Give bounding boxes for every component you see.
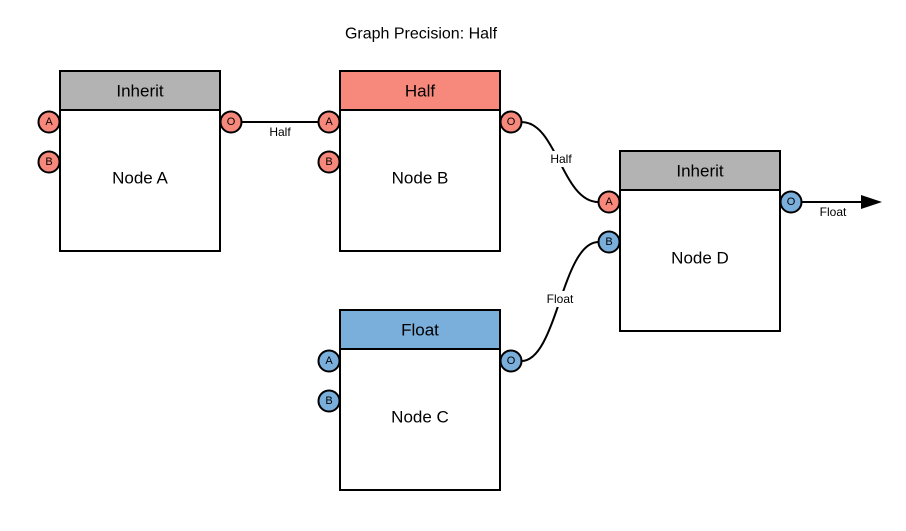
node-b-precision-label: Half [405,82,436,101]
node-b: Half Node B A B O [317,70,523,252]
edge-nodeB-to-nodeD: Half [521,121,599,203]
node-a: Inherit Node A A B O [37,70,243,252]
node-a-port-b [37,150,61,174]
node-a-header [59,70,221,111]
node-a-port-o [219,110,243,134]
node-a-port-a-label: A [45,116,53,128]
node-d-port-b-label: B [605,236,612,248]
node-d-header [619,150,781,191]
node-a-port-o-label: O [227,116,236,128]
output-arrowhead-icon [861,195,882,209]
edge-nodeC-to-nodeD-label: Float [547,292,574,306]
node-c-header [339,309,501,350]
node-c-precision-label: Float [401,321,439,340]
node-d-port-b [597,230,621,254]
node-c-port-o-label: O [507,355,516,367]
node-c-port-a-label: A [325,355,333,367]
edge-nodeA-to-nodeB-label: Half [269,125,291,139]
node-a-precision-label: Inherit [116,82,164,101]
node-b-port-b-label: B [325,156,332,168]
node-b-port-b [317,150,341,174]
edge-nodeB-to-nodeD-label: Half [550,152,572,166]
diagram-title: Graph Precision: Half [345,26,498,43]
edge-nodeD-output: Float [801,195,882,219]
node-b-port-o-label: O [507,116,516,128]
node-b-header [339,70,501,111]
node-d-port-a [597,190,621,214]
edge-nodeA-to-nodeB: Half [241,121,319,139]
edge-nodeC-to-nodeD: Float [521,241,599,362]
node-d-port-o-label: O [787,196,796,208]
node-d: Inherit Node D A B O [597,150,803,332]
node-b-port-o [499,110,523,134]
node-c: Float Node C A B O [317,309,523,491]
node-c-port-b [317,389,341,413]
node-b-port-a [317,110,341,134]
node-d-precision-label: Inherit [676,162,724,181]
node-d-port-o [779,190,803,214]
node-b-port-a-label: A [325,116,333,128]
edge-nodeC-to-nodeD-label-bg [538,291,582,307]
node-d-port-a-label: A [605,196,613,208]
node-a-port-b-label: B [45,156,52,168]
node-d-title: Node D [671,249,729,268]
node-b-title: Node B [392,169,449,188]
node-c-port-b-label: B [325,395,332,407]
node-a-port-a [37,110,61,134]
edge-nodeD-output-label: Float [820,205,847,219]
node-c-title: Node C [391,408,449,427]
node-a-title: Node A [112,169,168,188]
node-c-port-o [499,349,523,373]
node-c-port-a [317,349,341,373]
edge-nodeB-to-nodeD-label-bg [543,151,579,167]
